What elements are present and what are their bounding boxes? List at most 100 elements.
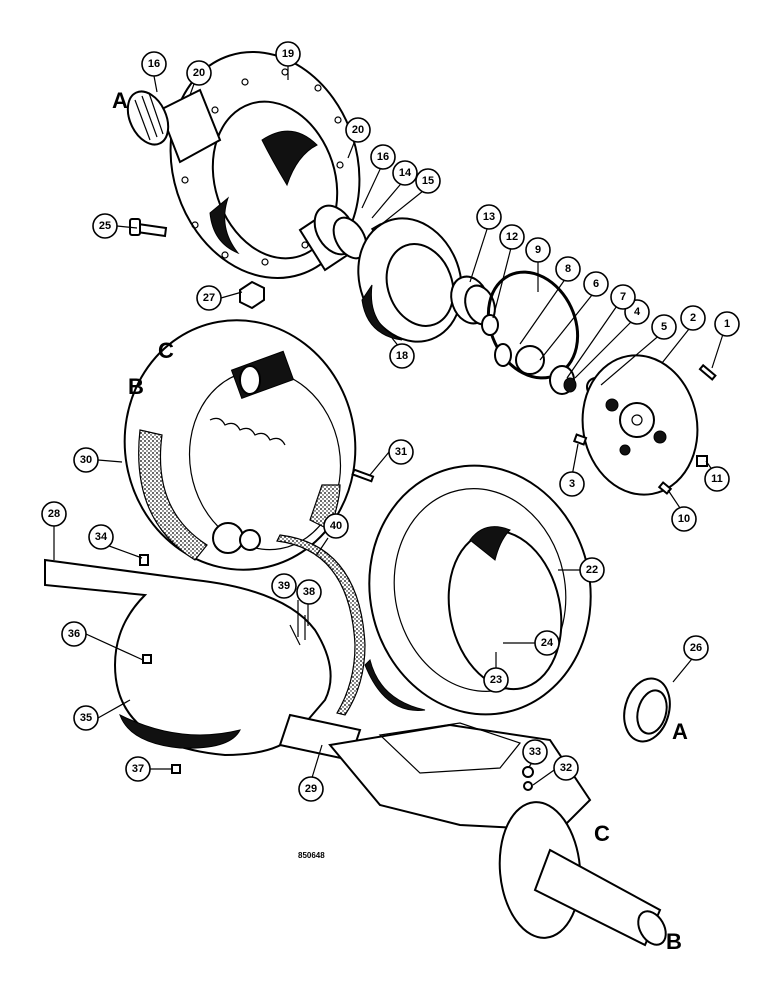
ref-letter-a-bottom: A xyxy=(672,719,688,744)
callout-18: 18 xyxy=(389,343,415,369)
svg-text:26: 26 xyxy=(690,642,702,654)
cover-plate xyxy=(581,354,699,496)
callout-16-inner: 16 xyxy=(370,144,396,170)
callout-37: 37 xyxy=(125,756,151,782)
callout-3: 3 xyxy=(559,471,585,497)
callout-1: 1 xyxy=(714,311,740,337)
ring-gear xyxy=(357,217,463,343)
svg-text:12: 12 xyxy=(506,231,518,243)
svg-text:27: 27 xyxy=(203,292,215,304)
svg-text:33: 33 xyxy=(529,746,541,758)
callout-25: 25 xyxy=(92,213,118,239)
callout-11: 11 xyxy=(704,466,730,492)
callout-13: 13 xyxy=(476,204,502,230)
leader-lines xyxy=(53,62,725,786)
svg-text:10: 10 xyxy=(678,513,690,525)
svg-text:35: 35 xyxy=(80,712,92,724)
ref-letter-c-backplate: C xyxy=(158,338,174,363)
callout-39: 39 xyxy=(271,573,297,599)
svg-text:7: 7 xyxy=(620,291,626,303)
brake-backing-plate xyxy=(123,319,357,571)
callout-26: 26 xyxy=(683,635,709,661)
svg-text:8: 8 xyxy=(565,263,571,275)
ref-letter-b-backplate: B xyxy=(128,374,144,399)
svg-text:14: 14 xyxy=(399,167,412,179)
svg-text:36: 36 xyxy=(68,628,80,640)
svg-text:25: 25 xyxy=(99,220,111,232)
figure-code: 850648 xyxy=(298,851,325,860)
callout-6: 6 xyxy=(583,271,609,297)
svg-text:16: 16 xyxy=(377,151,389,163)
callout-28: 28 xyxy=(41,501,67,527)
callout-32: 32 xyxy=(553,755,579,781)
svg-text:20: 20 xyxy=(352,124,364,136)
callout-27: 27 xyxy=(196,285,222,311)
callout-19: 19 xyxy=(275,41,301,67)
svg-text:28: 28 xyxy=(48,508,60,520)
callout-35: 35 xyxy=(73,705,99,731)
callout-12: 12 xyxy=(499,224,525,250)
svg-text:3: 3 xyxy=(569,478,575,490)
misc-hardware xyxy=(139,468,375,774)
planetary-hub-housing xyxy=(169,50,361,280)
callout-40: 40 xyxy=(323,513,349,539)
callout-10: 10 xyxy=(671,506,697,532)
svg-text:4: 4 xyxy=(634,306,641,318)
svg-text:34: 34 xyxy=(95,531,108,543)
hub-seal xyxy=(623,677,671,743)
ref-letter-a-top: A xyxy=(112,88,128,113)
svg-text:22: 22 xyxy=(586,564,598,576)
callout-20-upper: 20 xyxy=(186,60,212,86)
svg-text:40: 40 xyxy=(330,520,342,532)
svg-text:30: 30 xyxy=(80,454,92,466)
callout-30: 30 xyxy=(73,447,99,473)
callout-29: 29 xyxy=(298,776,324,802)
svg-text:15: 15 xyxy=(422,175,434,187)
svg-text:19: 19 xyxy=(282,48,294,60)
axle-housing xyxy=(44,558,362,762)
callout-31: 31 xyxy=(388,439,414,465)
svg-text:11: 11 xyxy=(711,473,723,485)
callout-33: 33 xyxy=(522,739,548,765)
svg-text:32: 32 xyxy=(560,762,572,774)
svg-text:9: 9 xyxy=(535,244,541,256)
svg-text:5: 5 xyxy=(661,321,667,333)
brake-drum xyxy=(364,464,592,716)
svg-text:31: 31 xyxy=(395,446,407,458)
callout-22: 22 xyxy=(579,557,605,583)
svg-text:16: 16 xyxy=(148,58,160,70)
svg-text:13: 13 xyxy=(483,211,495,223)
inner-bearing-and-nuts xyxy=(298,204,384,272)
svg-text:2: 2 xyxy=(690,312,696,324)
spindle-bearing-upper xyxy=(126,88,222,164)
callout-16-upper: 16 xyxy=(141,51,167,77)
svg-text:1: 1 xyxy=(724,318,730,330)
callout-9: 9 xyxy=(525,237,551,263)
svg-text:6: 6 xyxy=(593,278,599,290)
svg-text:18: 18 xyxy=(396,350,408,362)
callout-5: 5 xyxy=(651,314,677,340)
reference-letters: A A B B C C xyxy=(112,88,688,954)
callouts: 1 2 3 4 5 6 7 8 9 10 11 12 13 14 15 16 1… xyxy=(41,41,740,802)
callout-20-inner: 20 xyxy=(345,117,371,143)
ref-letter-b-axle: B xyxy=(666,929,682,954)
svg-text:24: 24 xyxy=(541,637,554,649)
callout-24: 24 xyxy=(534,630,560,656)
svg-text:39: 39 xyxy=(278,580,290,592)
axle-shaft-flange xyxy=(498,766,667,947)
callout-14: 14 xyxy=(392,160,418,186)
callout-15: 15 xyxy=(415,168,441,194)
callout-38: 38 xyxy=(296,579,322,605)
svg-text:37: 37 xyxy=(132,763,144,775)
svg-text:38: 38 xyxy=(303,586,315,598)
bolt-and-nut xyxy=(129,218,265,310)
callout-7: 7 xyxy=(610,284,636,310)
ref-letter-c-axle: C xyxy=(594,821,610,846)
callout-8: 8 xyxy=(555,256,581,282)
svg-text:29: 29 xyxy=(305,783,317,795)
friction-seal-ring xyxy=(276,534,366,716)
callout-34: 34 xyxy=(88,524,114,550)
svg-text:23: 23 xyxy=(490,674,502,686)
callout-36: 36 xyxy=(61,621,87,647)
